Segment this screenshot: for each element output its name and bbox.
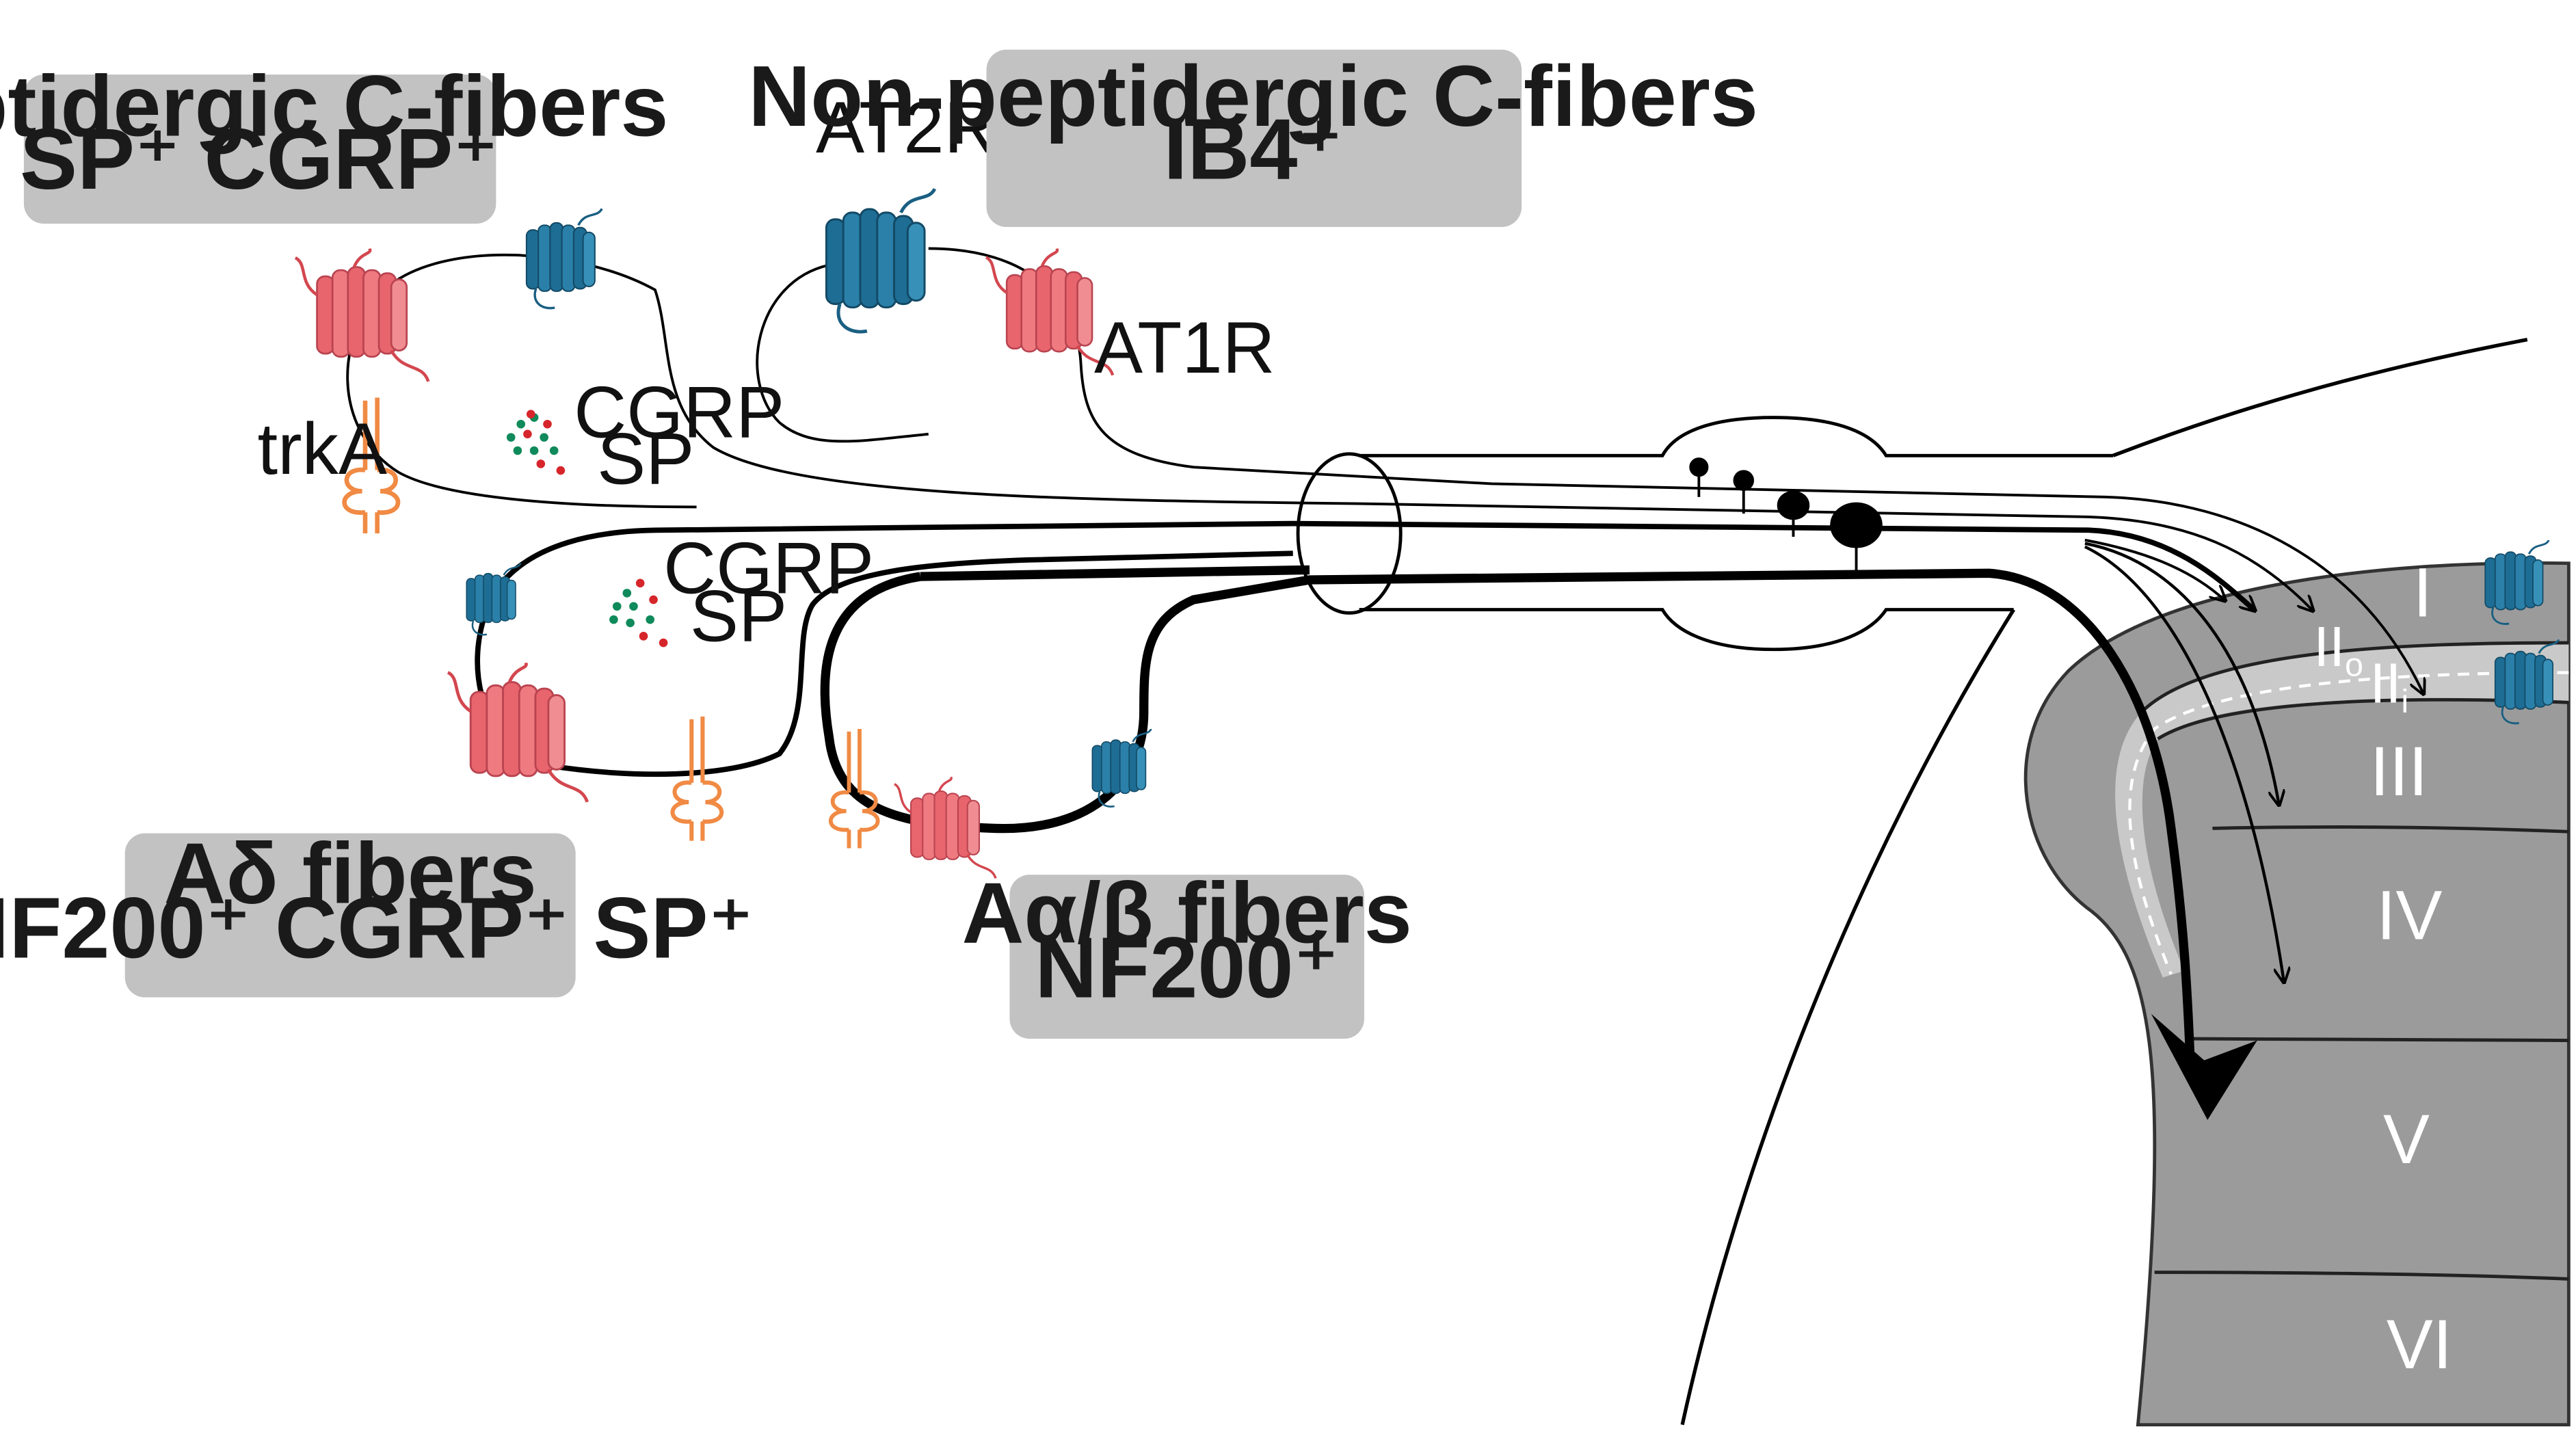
a-delta-fibers-markers: NF200⁺ CGRP⁺ SP⁺ <box>0 879 754 976</box>
fiber-branch-to-lamina-iv <box>2084 545 2284 981</box>
spinal-cord-outline <box>2112 338 2528 457</box>
a-delta-fibers-box: Aδ fibers NF200⁺ CGRP⁺ SP⁺ <box>0 825 754 998</box>
lamina-iio-label: IIo <box>2313 615 2363 684</box>
at2r-receptor-icon-peptidergic <box>525 207 604 310</box>
at1r-receptor-icon-peptidergic <box>295 248 428 381</box>
cgrp-label-peptidergic: CGRP <box>574 371 784 453</box>
at2r-label: AT2R <box>816 86 997 168</box>
dorsal-root <box>1296 416 2114 652</box>
drg-soma-knobs <box>1689 457 1883 574</box>
peptidergic-c-fibers-markers: SP⁺ CGRP⁺ <box>20 111 499 207</box>
non-peptidergic-c-fibers-title: Non-peptidergic C-fibers <box>748 48 1758 144</box>
a-delta-fiber-cell-body <box>495 520 2254 610</box>
a-alpha-beta-fiber <box>820 568 2196 1078</box>
neuropeptide-vesicles-a-delta <box>609 578 668 648</box>
cgrp-label-a-delta: CGRP <box>663 527 874 609</box>
a-alpha-beta-arrowhead <box>2151 1013 2257 1120</box>
dorsal-root-upper-contour <box>1359 416 2114 457</box>
spinal-cord: I IIo IIi III IV V VI <box>1680 338 2571 1427</box>
lamina-i-label: I <box>2413 553 2432 631</box>
at1r-label: AT1R <box>1094 306 1275 388</box>
lamina-ii-dashed-boundary <box>2128 671 2569 975</box>
a-alpha-beta-fiber-top <box>920 565 1310 581</box>
lamina-vi-label: VI <box>2387 1305 2452 1383</box>
fiber-branch-to-lamina-iii <box>2084 542 2279 803</box>
trka-label: trkA <box>258 408 388 490</box>
lamina-v-label: V <box>2383 1100 2430 1178</box>
lamina-iii-label: IIi <box>2370 652 2409 720</box>
a-alpha-beta-fibers-box: Aα/β fibers NF200⁺ <box>962 865 1412 1039</box>
white-matter-border <box>1680 609 2015 1426</box>
lamina-iii-label-roman: III <box>2370 732 2428 810</box>
at2r-receptor-icon-non-peptidergic <box>826 189 935 332</box>
lamina-iv-label: IV <box>2376 877 2442 955</box>
non-peptidergic-c-cell-body <box>756 263 929 443</box>
peptidergic-c-fibers-box: Peptidergic C-fibers SP⁺ CGRP⁺ <box>0 58 668 224</box>
non-peptidergic-c-fibers-box: Non-peptidergic C-fibers IB4⁺ <box>748 48 1758 227</box>
dorsal-root-cross-section <box>1296 452 1403 615</box>
a-alpha-beta-fibers-markers: NF200⁺ <box>1035 920 1339 1016</box>
lamina-labels: I IIo IIi III IV V VI <box>2313 553 2452 1383</box>
peptidergic-c-fibers-title: Peptidergic C-fibers <box>0 58 668 155</box>
sp-label-peptidergic: SP <box>597 417 694 499</box>
non-peptidergic-c-fibers-markers: IB4⁺ <box>1163 101 1343 198</box>
at1r-receptor-icon-a-delta <box>448 663 587 802</box>
neuropeptide-vesicles-peptidergic <box>506 410 566 475</box>
sp-label-a-delta: SP <box>690 575 787 657</box>
a-alpha-beta-fibers-title: Aα/β fibers <box>962 865 1412 961</box>
dorsal-root-lower-contour <box>1359 608 2014 652</box>
a-delta-fibers-title: Aδ fibers <box>163 825 536 921</box>
fiber-branch-to-lamina-i <box>2084 538 2225 600</box>
trka-receptor-icon-a-delta <box>673 717 722 841</box>
